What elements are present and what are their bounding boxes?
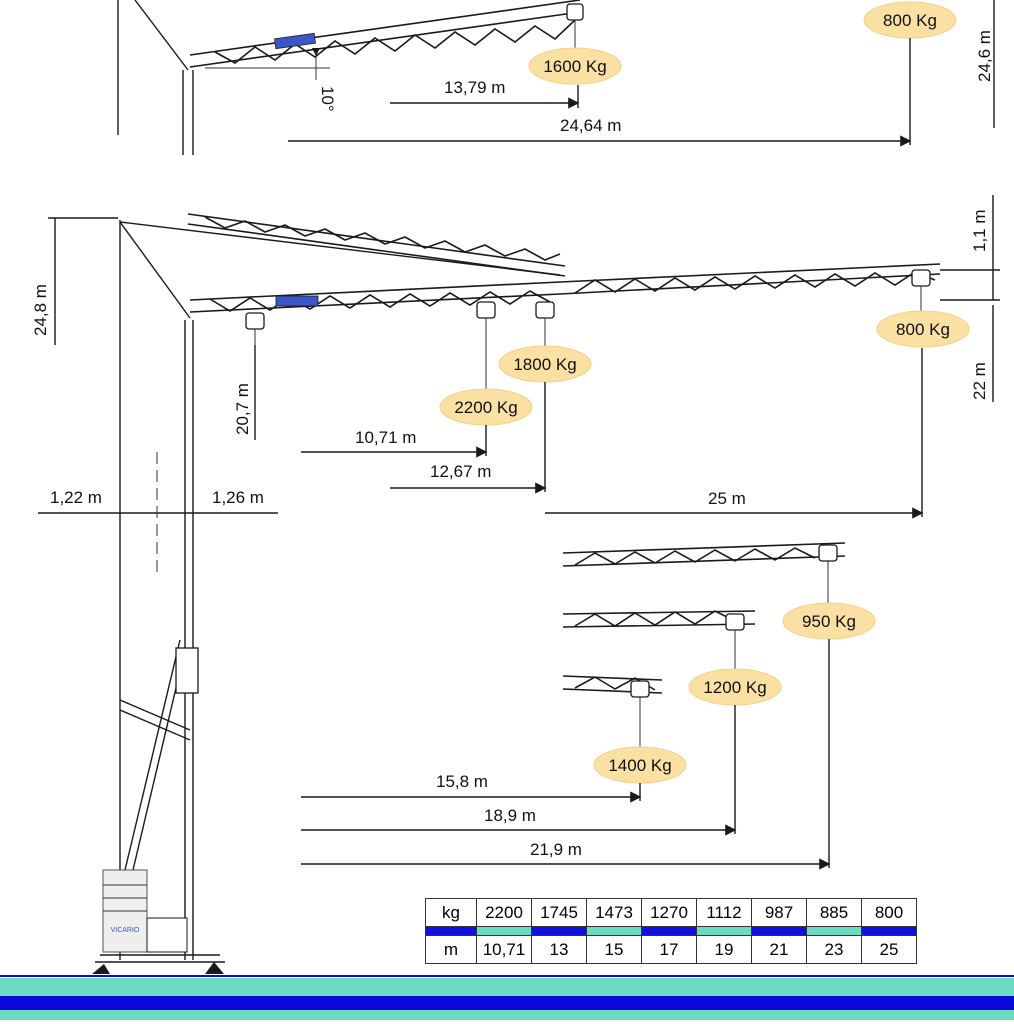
top-jib-truss bbox=[189, 0, 581, 68]
load-table-kg-cell: 885 bbox=[806, 898, 862, 927]
short-jib-configurations: 1400 Kg 1200 Kg 950 Kg 15,8 m 18,9 m 21,… bbox=[301, 542, 876, 870]
load-table-kg-cell: 1745 bbox=[531, 898, 587, 927]
load-table-kg-cell: 2200 bbox=[476, 898, 532, 927]
load-table-m-cell: 23 bbox=[806, 935, 862, 964]
dim-offset: 1,1 m bbox=[970, 209, 989, 252]
top-load-800-text: 800 Kg bbox=[883, 11, 937, 30]
dim-short-18-9: 18,9 m bbox=[484, 806, 536, 825]
load-table-m-cell: 25 bbox=[861, 935, 917, 964]
dim-r3: 25 m bbox=[708, 489, 746, 508]
top-dim-13-79: 13,79 m bbox=[444, 78, 505, 97]
load-table-kg-cell: 1112 bbox=[696, 898, 752, 927]
load-800-text: 800 Kg bbox=[896, 320, 950, 339]
dim-tower-height: 24,8 m bbox=[31, 284, 50, 336]
load-table-m-cell: 15 bbox=[586, 935, 642, 964]
dim-r2: 12,67 m bbox=[430, 462, 491, 481]
ballast-brand: VICARIO bbox=[111, 927, 140, 934]
ground-band-blue bbox=[0, 996, 1014, 1010]
main-brand-plate bbox=[275, 295, 319, 307]
load-table-m-cell: 19 bbox=[696, 935, 752, 964]
ground-band-teal bbox=[0, 978, 1014, 996]
dim-hook-height: 20,7 m bbox=[233, 383, 252, 435]
dim-base-left: 1,22 m bbox=[50, 488, 102, 507]
load-1200-text: 1200 Kg bbox=[703, 678, 766, 697]
top-load-1600-text: 1600 Kg bbox=[543, 57, 606, 76]
dim-under-hook: 22 m bbox=[970, 362, 989, 400]
dim-r1: 10,71 m bbox=[355, 428, 416, 447]
dim-short-15-8: 15,8 m bbox=[436, 772, 488, 791]
load-2200-text: 2200 Kg bbox=[454, 398, 517, 417]
load-table-m-cell: 13 bbox=[531, 935, 587, 964]
load-table-kg-cell: 987 bbox=[751, 898, 807, 927]
load-table-color-band bbox=[425, 926, 917, 936]
load-table-m-cell: 10,71 bbox=[476, 935, 532, 964]
ground-band-teal-lower bbox=[0, 1010, 1014, 1020]
dim-base-right: 1,26 m bbox=[212, 488, 264, 507]
load-1800-text: 1800 Kg bbox=[513, 355, 576, 374]
ground-line bbox=[0, 975, 1014, 977]
load-table-kg-label: kg bbox=[425, 898, 477, 927]
main-configuration: 24,8 m 20,7 m 1,1 m 22 m 2200 Kg 1800 Kg… bbox=[31, 195, 1000, 974]
upper-jib-truss bbox=[187, 213, 566, 277]
load-table: kg 2200 1745 1473 1270 1112 987 885 800 … bbox=[425, 898, 917, 964]
top-dim-24-6: 24,6 m bbox=[975, 30, 994, 82]
load-table-kg-cell: 1473 bbox=[586, 898, 642, 927]
brand-plate bbox=[274, 32, 316, 50]
load-800-badge bbox=[876, 310, 970, 348]
top-dim-24-64: 24,64 m bbox=[560, 116, 621, 135]
load-1400-text: 1400 Kg bbox=[608, 756, 671, 775]
ballast-block: VICARIO bbox=[102, 869, 188, 953]
top-angle-label: 10° bbox=[318, 86, 337, 112]
load-table-kg-row: kg 2200 1745 1473 1270 1112 987 885 800 bbox=[425, 898, 917, 927]
load-table-m-cell: 21 bbox=[751, 935, 807, 964]
load-table-m-cell: 17 bbox=[641, 935, 697, 964]
load-table-kg-cell: 1270 bbox=[641, 898, 697, 927]
load-table-kg-cell: 800 bbox=[861, 898, 917, 927]
top-configuration: 10° 1600 Kg 800 Kg 13,79 m 24,64 m 24,6 … bbox=[117, 0, 995, 155]
top-load-1600-badge bbox=[528, 47, 622, 85]
load-950-text: 950 Kg bbox=[802, 612, 856, 631]
dim-short-21-9: 21,9 m bbox=[530, 840, 582, 859]
load-table-m-row: m 10,71 13 15 17 19 21 23 25 bbox=[425, 935, 917, 964]
main-jib-truss bbox=[189, 263, 941, 313]
load-table-m-label: m bbox=[425, 935, 477, 964]
